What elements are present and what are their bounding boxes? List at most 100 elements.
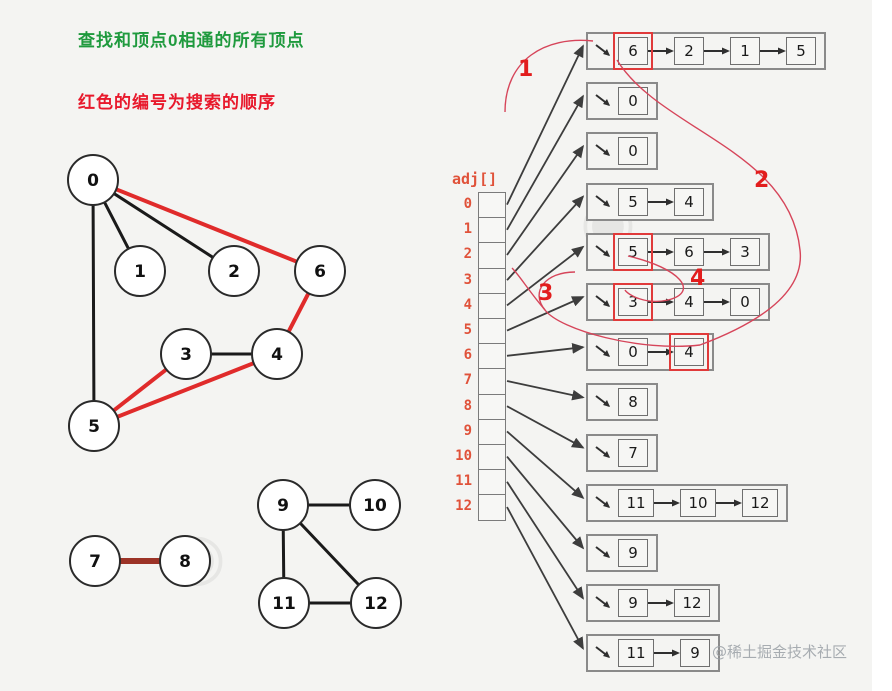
next-pointer-icon (704, 298, 730, 306)
slot-pointer-icon (595, 345, 610, 358)
list-node-9-0[interactable]: 11 (618, 488, 654, 517)
list-node-3-0[interactable]: 5 (618, 187, 648, 216)
list-node-1-0[interactable]: 0 (618, 87, 648, 116)
graph-node-label: 5 (88, 417, 100, 437)
adjacency-list-row-12[interactable]: 11 9 (586, 634, 720, 673)
adjacency-list-row-7[interactable]: 8 (586, 383, 658, 422)
adj-array-cell-3[interactable] (478, 267, 506, 295)
graph-edges (91, 187, 361, 605)
slot-pointer-icon (595, 144, 610, 157)
adj-index-12: 12 (455, 498, 472, 515)
list-node-value: 12 (674, 589, 710, 618)
traversal-curves (504, 39, 801, 347)
graph-node-3[interactable]: 3 (160, 328, 212, 380)
graph-node-9[interactable]: 9 (257, 479, 309, 531)
adjacency-list-row-11[interactable]: 9 12 (586, 584, 720, 623)
graph-node-8[interactable]: 8 (159, 535, 211, 587)
adj-index-9: 9 (463, 422, 472, 439)
list-node-value: 11 (618, 488, 654, 517)
adj-array-cell-4[interactable] (478, 292, 506, 320)
slot-pointer-icon (595, 94, 610, 107)
list-node-10-0[interactable]: 9 (618, 539, 648, 567)
site-watermark: @稀土掘金技术社区 (712, 643, 848, 661)
graph-node-label: 9 (277, 496, 289, 516)
slot-pointer-icon (595, 445, 610, 458)
list-node-value: 4 (674, 338, 704, 367)
adj-array-cell-12[interactable] (478, 494, 506, 522)
list-node-2-0[interactable]: 0 (618, 137, 648, 166)
adj-array-cell-11[interactable] (478, 469, 506, 496)
graph-edge-3-5 (111, 367, 169, 413)
list-node-4-2[interactable]: 3 (730, 237, 760, 266)
list-node-5-2[interactable]: 0 (730, 288, 760, 316)
list-node-5-1[interactable]: 4 (674, 288, 704, 316)
slot-pointer-icon (595, 245, 610, 257)
list-node-11-0[interactable]: 9 (618, 589, 648, 618)
adjacency-list-row-9[interactable]: 11 10 12 (586, 483, 788, 522)
list-node-0-3[interactable]: 5 (786, 37, 816, 65)
graph-node-11[interactable]: 11 (258, 577, 310, 629)
list-node-value: 5 (618, 237, 648, 266)
list-node-12-1[interactable]: 9 (680, 639, 710, 668)
graph-edge-9-12 (298, 521, 361, 587)
graph-node-6[interactable]: 6 (294, 245, 346, 297)
list-node-value: 6 (618, 37, 648, 65)
list-node-value: 6 (674, 237, 704, 266)
graph-node-0[interactable]: 0 (67, 154, 119, 206)
slot-pointer-icon (595, 395, 610, 408)
list-node-11-1[interactable]: 12 (674, 589, 710, 618)
next-pointer-icon (704, 248, 730, 256)
graph-node-label: 4 (271, 345, 283, 365)
adjacency-list-row-1[interactable]: 0 (586, 82, 658, 121)
list-node-3-1[interactable]: 4 (674, 187, 704, 216)
adj-array-cell-0[interactable] (478, 192, 506, 219)
graph-node-7[interactable]: 7 (69, 535, 121, 587)
graph-node-label: 2 (228, 262, 240, 282)
next-pointer-icon (654, 649, 680, 657)
adjacency-list-row-10[interactable]: 9 (586, 534, 658, 572)
adjacency-list-row-8[interactable]: 7 (586, 433, 658, 472)
graph-edge-0-2 (112, 192, 215, 259)
list-node-8-0[interactable]: 7 (618, 438, 648, 467)
list-node-value: 0 (618, 137, 648, 166)
list-node-value: 7 (618, 438, 648, 467)
list-node-9-2[interactable]: 12 (742, 488, 778, 517)
adj-array-cell-2[interactable] (478, 242, 506, 270)
next-pointer-icon (648, 198, 674, 206)
list-node-7-0[interactable]: 8 (618, 388, 648, 417)
step-number-1: 1 (518, 57, 534, 82)
graph-node-label: 7 (89, 552, 101, 572)
next-pointer-icon (648, 47, 674, 55)
graph-node-5[interactable]: 5 (68, 400, 120, 452)
step-number-3: 3 (538, 281, 554, 306)
adj-array-cell-7[interactable] (478, 368, 506, 396)
list-node-9-1[interactable]: 10 (680, 488, 716, 517)
title-line-2: 红色的编号为搜索的顺序 (78, 93, 276, 112)
graph-node-12[interactable]: 12 (350, 577, 402, 629)
adj-array-cell-10[interactable] (478, 444, 506, 471)
pointer-lines (506, 44, 585, 650)
graph-node-10[interactable]: 10 (349, 479, 401, 531)
list-node-4-1[interactable]: 6 (674, 237, 704, 266)
list-node-0-1[interactable]: 2 (674, 37, 704, 65)
graph-node-label: 10 (363, 496, 387, 516)
graph-node-1[interactable]: 1 (114, 245, 166, 297)
adj-pointer-line-1 (506, 94, 584, 231)
adj-array-cell-6[interactable] (478, 343, 506, 370)
graph-edge-0-5 (91, 203, 96, 403)
graph-node-2[interactable]: 2 (208, 245, 260, 297)
graph-node-label: 11 (272, 594, 296, 614)
list-node-12-0[interactable]: 11 (618, 639, 654, 668)
graph-node-4[interactable]: 4 (251, 328, 303, 380)
list-node-0-2[interactable]: 1 (730, 37, 760, 65)
graph-node-label: 6 (314, 262, 326, 282)
adjacency-list-row-2[interactable]: 0 (586, 132, 658, 171)
